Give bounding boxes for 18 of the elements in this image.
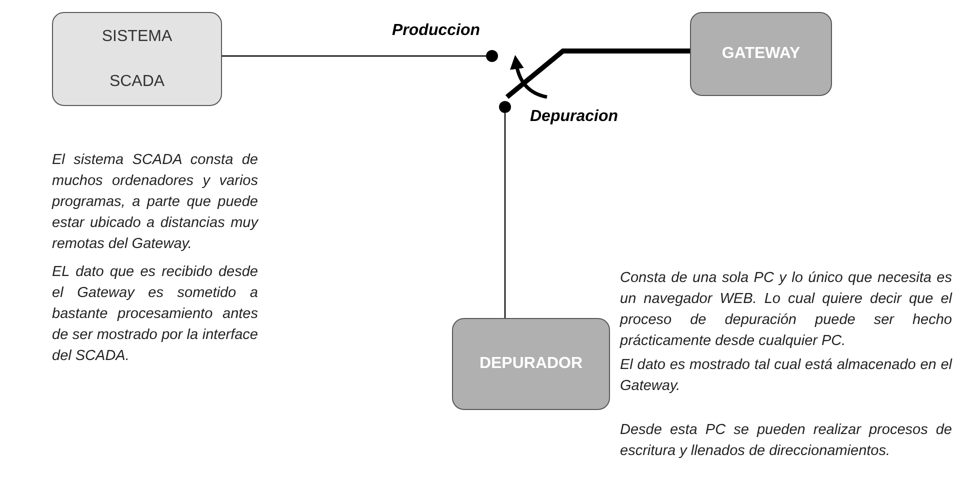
connector-line	[504, 113, 506, 318]
switch-blade	[505, 48, 690, 99]
note-text: El sistema SCADA consta de muchos ordenadores y varios programas, a parte que puede estar ubicado a distancias muy remotas del Gateway.	[52, 151, 258, 254]
switch-contact	[499, 101, 511, 113]
system-box	[52, 12, 222, 106]
connector-line	[222, 55, 486, 57]
note-text: El dato es mostrado tal cual está almacenado en el Gateway.	[620, 356, 952, 396]
note-text: Desde esta PC se pueden realizar procesos de escritura y llenados de direccionamientos.	[620, 421, 952, 461]
gateway-box	[690, 12, 832, 96]
note-text: Consta de una sola PC y lo único que necesita es un navegador WEB. Lo cual quiere decir que el proceso de depuración puede ser hecho prácticamente desde cualquier PC.	[620, 269, 952, 351]
debugger-box	[452, 318, 610, 410]
contact-label: Depuracion	[530, 108, 618, 126]
node-label: SISTEMA SCADA	[100, 27, 174, 92]
node-label: GATEWAY	[722, 45, 800, 63]
note-text: EL dato que es recibido desde el Gateway es sometido a bastante procesamiento antes de ser mostrado por la interface del SCADA.	[52, 263, 258, 366]
contact-label: Produccion	[392, 22, 480, 40]
node-label: DEPURADOR	[479, 355, 583, 373]
switch-contact	[486, 50, 498, 62]
